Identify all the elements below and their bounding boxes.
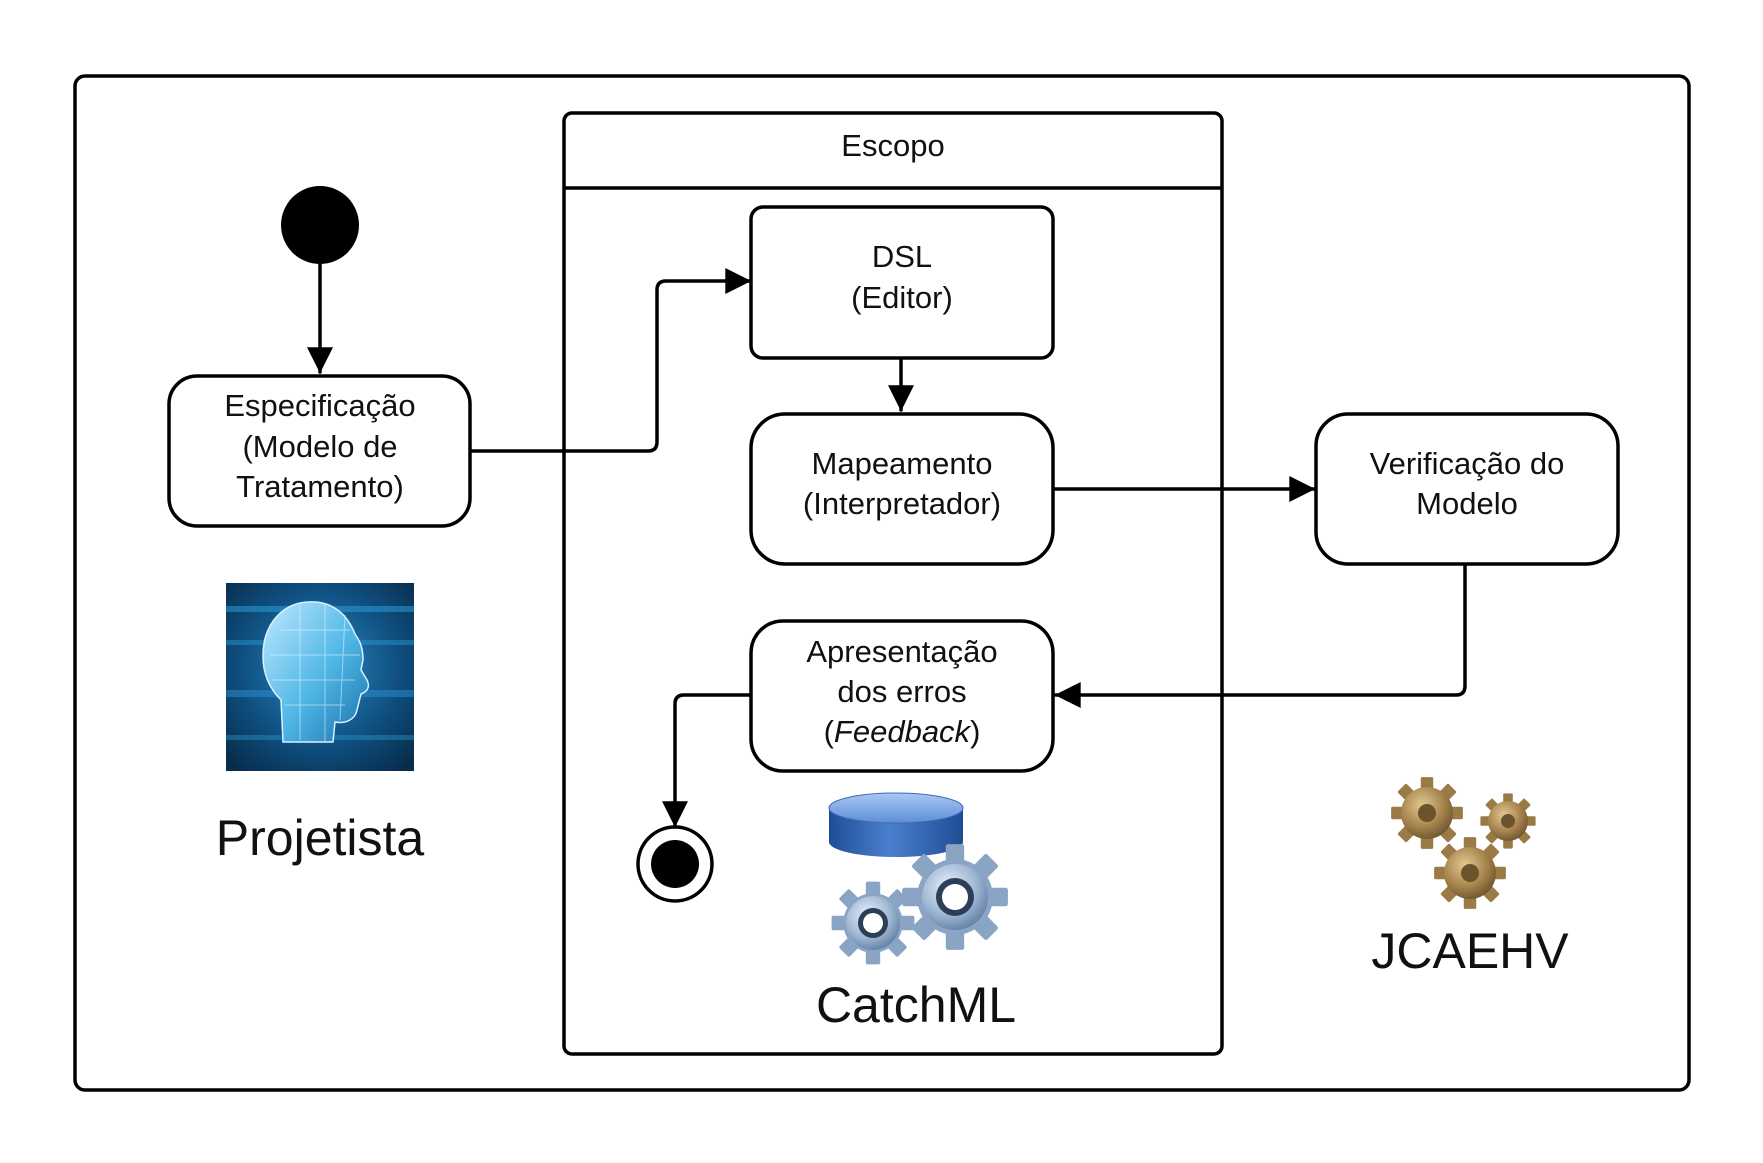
database-gears-icon <box>828 792 1008 965</box>
actor-catchml: CatchML <box>816 792 1016 1033</box>
actor-projetista-label: Projetista <box>216 810 425 866</box>
especificacao-line-3: Tratamento) <box>236 469 404 504</box>
bronze-gears-icon <box>1391 777 1536 909</box>
apresentacao-line-3: (Feedback) <box>824 714 981 749</box>
node-apresentacao: Apresentação dos erros (Feedback) <box>749 619 1055 773</box>
verificacao-line-2: Modelo <box>1416 486 1518 521</box>
final-node <box>636 825 714 903</box>
edge-especificacao-to-dsl <box>468 268 752 453</box>
mapeamento-line-1: Mapeamento <box>812 446 993 481</box>
node-verificacao: Verificação do Modelo <box>1314 412 1620 566</box>
actor-projetista: Projetista <box>216 583 425 866</box>
scope-partition: Escopo <box>562 111 1224 1056</box>
edge-apresentacao-to-final <box>662 693 752 828</box>
especificacao-line-1: Especificação <box>224 388 415 423</box>
actor-jcaehv-label: JCAEHV <box>1371 923 1569 979</box>
node-mapeamento: Mapeamento (Interpretador) <box>749 412 1055 566</box>
initial-node <box>281 186 359 264</box>
node-dsl: DSL (Editor) <box>749 205 1055 360</box>
mapeamento-line-2: (Interpretador) <box>803 486 1001 521</box>
dsl-line-2: (Editor) <box>851 280 953 315</box>
verificacao-line-1: Verificação do <box>1370 446 1565 481</box>
scope-title: Escopo <box>841 128 944 163</box>
feedback-italic: Feedback <box>834 714 972 749</box>
especificacao-line-2: (Modelo de <box>242 429 397 464</box>
edge-verificacao-to-apresentacao <box>1054 563 1467 708</box>
apresentacao-line-1: Apresentação <box>806 634 997 669</box>
outer-frame <box>73 74 1691 1092</box>
human-head-icon <box>226 583 414 771</box>
dsl-line-1: DSL <box>872 239 932 274</box>
actor-catchml-label: CatchML <box>816 977 1016 1033</box>
edges <box>307 260 1467 828</box>
node-especificacao: Especificação (Modelo de Tratamento) <box>167 374 472 528</box>
actor-jcaehv: JCAEHV <box>1371 777 1569 979</box>
apresentacao-line-2: dos erros <box>837 674 966 709</box>
